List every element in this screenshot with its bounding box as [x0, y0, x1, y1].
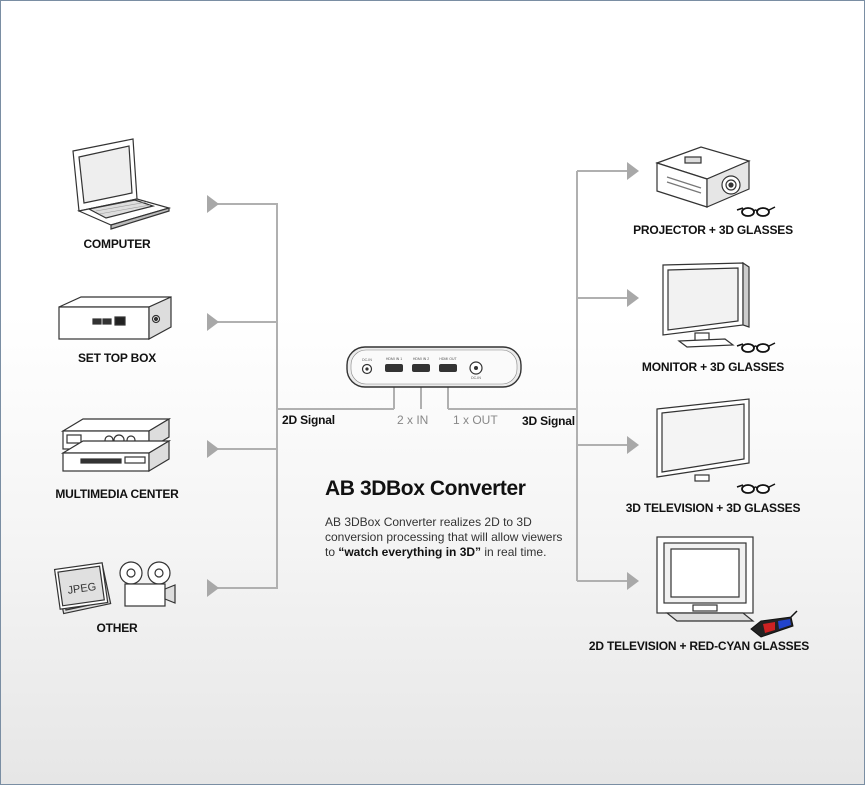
- projector-icon: [655, 146, 751, 208]
- monitor-icon: [662, 261, 750, 348]
- output-label-2d-television: 2D TELEVISION + RED-CYAN GLASSES: [588, 639, 810, 653]
- source-label-set-top-box: SET TOP BOX: [77, 351, 157, 365]
- source-label-other: OTHER: [96, 621, 138, 635]
- source-label-computer: COMPUTER: [83, 237, 151, 251]
- description-text-end: in real time.: [481, 545, 547, 559]
- input-bus: [216, 170, 627, 589]
- multimedia-center-icon: [60, 417, 172, 473]
- svg-text:JPEG: JPEG: [67, 581, 97, 597]
- crt-television-icon: [656, 536, 755, 622]
- laptop-icon: [72, 138, 172, 230]
- port-label: DC-IN: [362, 358, 372, 362]
- port-label: HDMI OUT: [439, 357, 457, 361]
- signal-arrows: [207, 162, 639, 597]
- outputs-count-label: 1 x OUT: [453, 413, 498, 427]
- product-title: AB 3DBox Converter: [325, 477, 526, 500]
- inputs-count-label: 2 x IN: [397, 413, 429, 427]
- port-label: DC-IN: [471, 376, 481, 380]
- 3d-glasses-icon: [736, 342, 776, 353]
- source-label-multimedia-center: MULTIMEDIA CENTER: [55, 487, 179, 501]
- 3d-glasses-icon: [736, 483, 776, 494]
- output-label-monitor: MONITOR + 3D GLASSES: [641, 360, 785, 374]
- red-cyan-glasses-icon: [750, 610, 798, 638]
- 3dbox-converter-device: DC-IN HDMI IN 1 HDMI IN 2 HDMI OUT DC-IN: [346, 346, 522, 388]
- product-description: AB 3DBox Converter realizes 2D to 3D con…: [325, 515, 575, 560]
- set-top-box-icon: [58, 296, 172, 341]
- output-label-projector: PROJECTOR + 3D GLASSES: [633, 223, 793, 237]
- description-text: AB 3DBox Converter realizes 2D to 3D con…: [325, 515, 563, 559]
- port-label: HDMI IN 2: [413, 357, 429, 361]
- input-signal-label: 2D Signal: [282, 413, 335, 427]
- 3d-glasses-icon: [736, 206, 776, 217]
- output-signal-label: 3D Signal: [522, 414, 575, 428]
- output-label-3d-television: 3D TELEVISION + 3D GLASSES: [625, 501, 801, 515]
- photo-and-film-projector-icon: JPEG: [53, 561, 176, 615]
- television-icon: [656, 398, 750, 482]
- port-label: HDMI IN 1: [386, 357, 402, 361]
- description-emphasis: “watch everything in 3D”: [338, 545, 482, 559]
